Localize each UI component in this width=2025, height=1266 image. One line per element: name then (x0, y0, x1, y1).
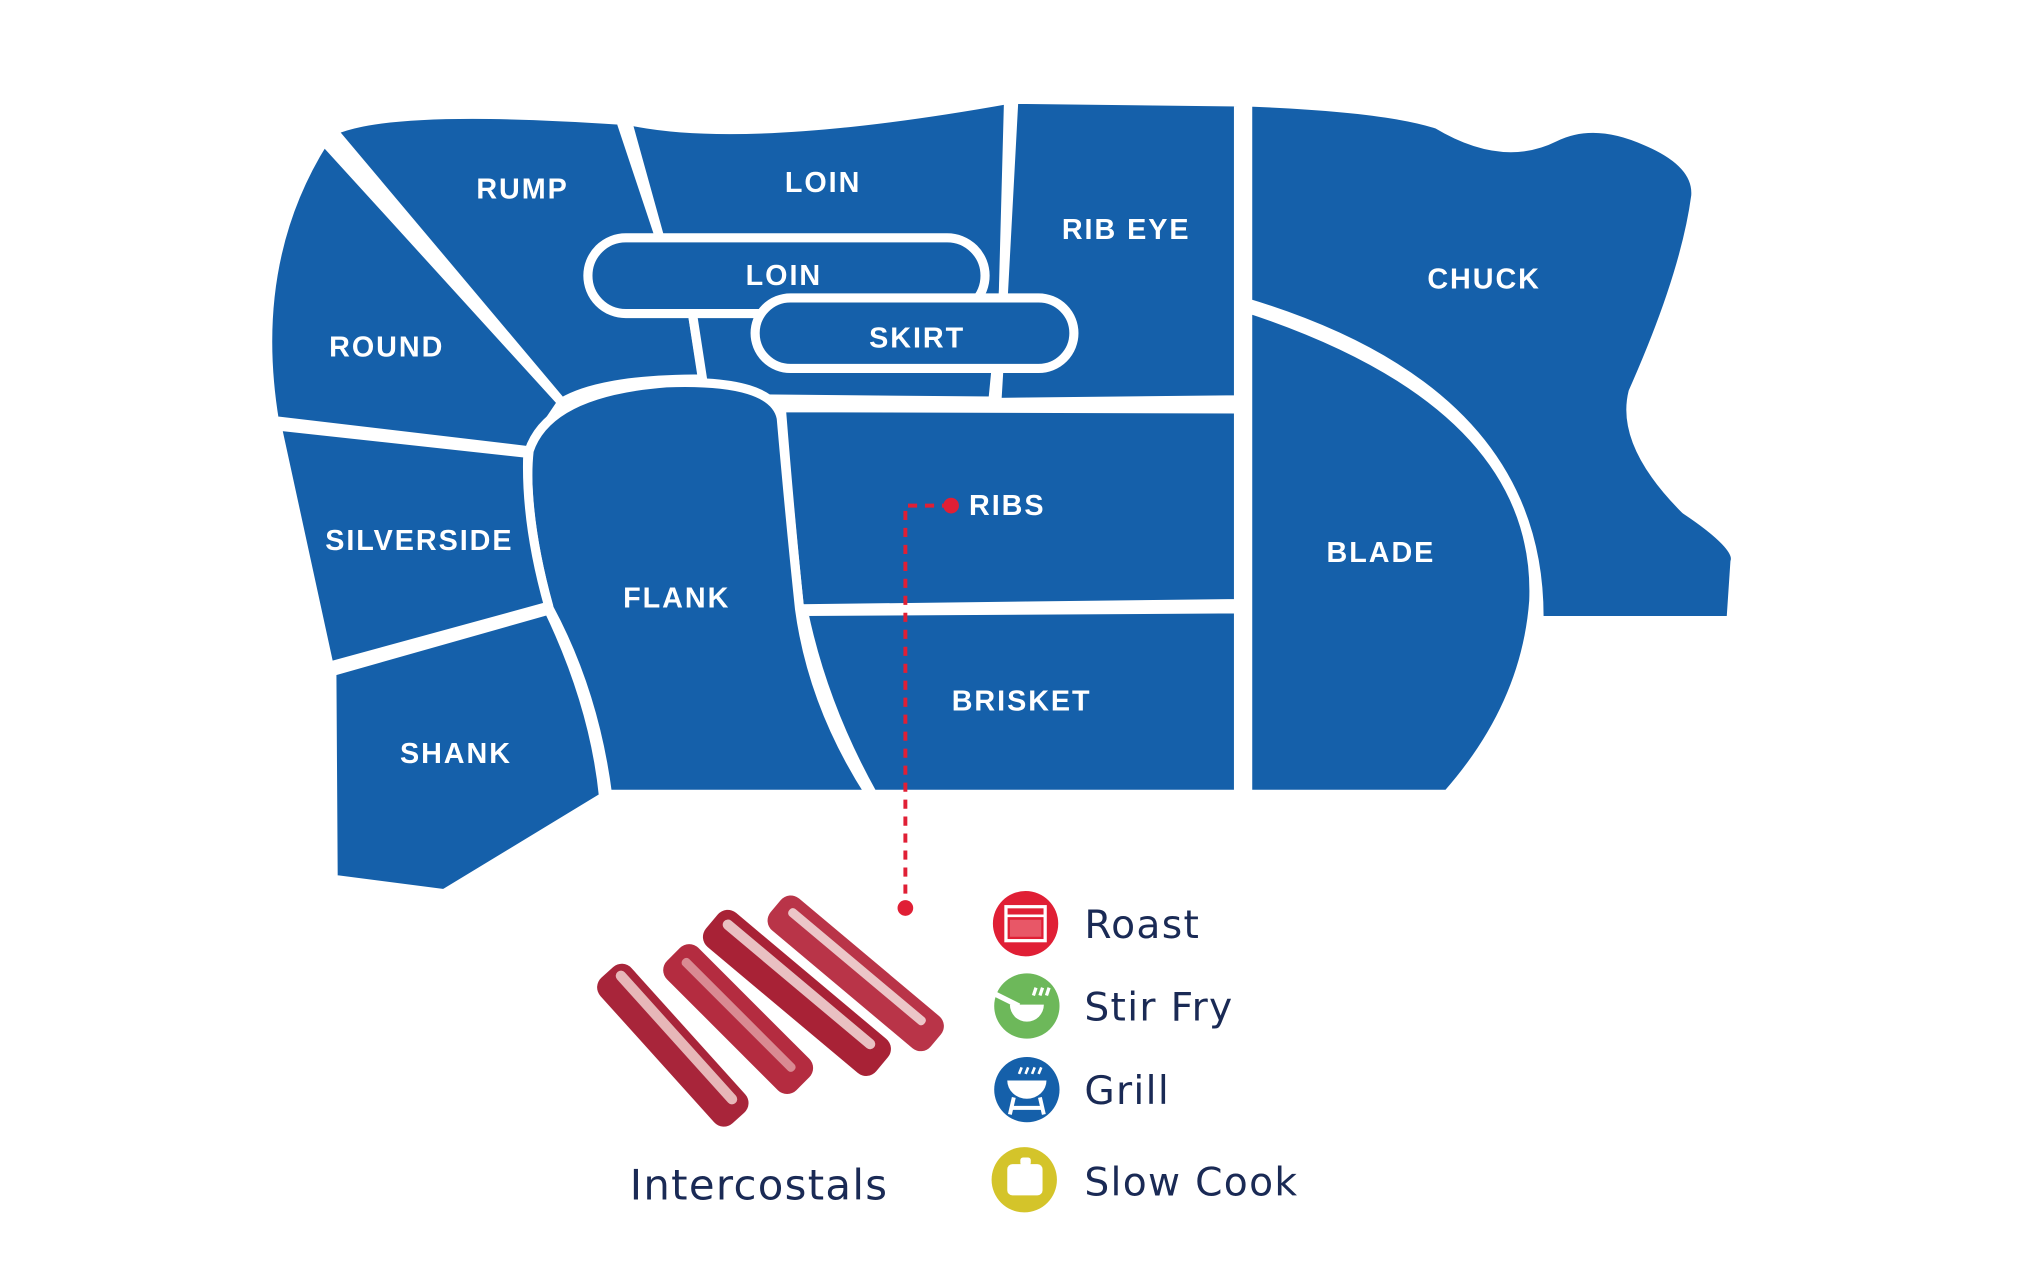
label-shank: SHANK (400, 738, 512, 770)
label-round: ROUND (329, 332, 444, 364)
bbq-grill-icon (994, 1056, 1060, 1123)
legend-label: Roast (1084, 903, 1200, 948)
region-shank[interactable] (327, 605, 609, 899)
wok-icon (994, 973, 1060, 1039)
label-flank: FLANK (623, 583, 730, 615)
region-round[interactable] (263, 136, 567, 456)
oven-icon (992, 891, 1059, 957)
intercostals-image (597, 895, 944, 1127)
legend-label: Stir Fry (1084, 985, 1233, 1030)
legend-label: Grill (1084, 1069, 1170, 1114)
label-blade: BLADE (1327, 537, 1436, 569)
product-name: Intercostals (630, 1160, 889, 1209)
label-silverside: SILVERSIDE (325, 525, 513, 557)
label-rump: RUMP (476, 174, 568, 206)
label-chuck: CHUCK (1427, 264, 1541, 296)
pot-icon (991, 1147, 1057, 1213)
ribs-pointer (897, 497, 959, 916)
label-ribs: RIBS (969, 490, 1045, 522)
region-rump[interactable] (328, 109, 708, 407)
beef-map: RUMP LOIN LOIN SKIRT RIB EYE CHUCK ROUND… (263, 94, 1740, 899)
label-loin-top: LOIN (785, 167, 861, 199)
label-loin-pill: LOIN (746, 260, 822, 292)
label-skirt: SKIRT (869, 323, 965, 355)
legend-item-grill: Grill (994, 1056, 1170, 1123)
legend-item-stir-fry: Stir Fry (994, 973, 1233, 1039)
cooking-legend: Roast Stir Fry Grill (991, 891, 1298, 1213)
legend-label: Slow Cook (1084, 1160, 1298, 1205)
region-blade[interactable] (1243, 303, 1539, 799)
region-skirt[interactable] (750, 293, 1079, 374)
legend-item-roast: Roast (992, 891, 1200, 957)
label-brisket: BRISKET (952, 686, 1092, 718)
legend-item-slow-cook: Slow Cook (991, 1147, 1298, 1213)
label-rib-eye: RIB EYE (1062, 214, 1191, 246)
